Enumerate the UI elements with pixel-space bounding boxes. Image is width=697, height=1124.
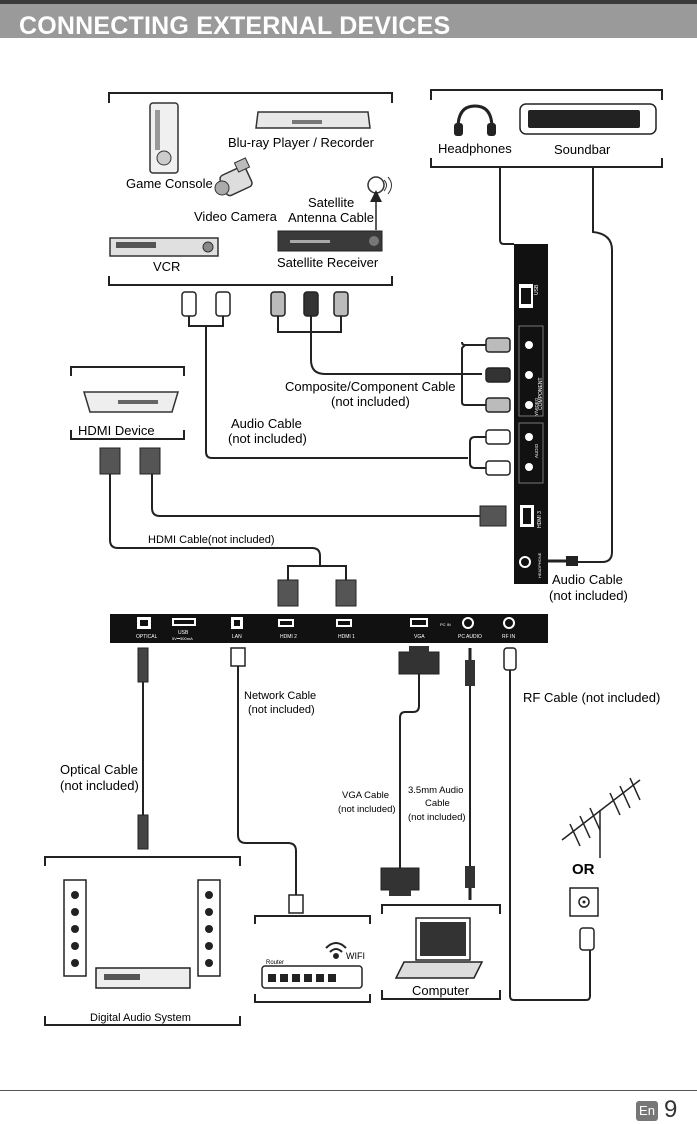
label-audio-cable-right-2: (not included) [549, 588, 628, 603]
label-satellite-2: Antenna Cable [288, 210, 374, 225]
label-vcr: VCR [153, 259, 180, 274]
satellite-receiver-icon [277, 230, 383, 252]
optical-cable [137, 647, 149, 850]
label-hdmi-cable: HDMI Cable(not included) [148, 534, 275, 546]
computer-group [381, 904, 501, 1000]
side-audio-label: AUDIO [534, 443, 539, 458]
tv-side-panel: USB COMPONENT Y/VIDEO AUDIO HDMI 3 HEADP… [514, 244, 548, 584]
side-component-label: COMPONENT [538, 378, 544, 411]
laptop-icon [394, 917, 484, 979]
router-icon [261, 965, 363, 989]
tv-bottom-panel: OPTICAL USB 5V⎓500mA LAN HDMI 2 HDMI 1 V… [110, 614, 548, 643]
headphone-cables [499, 168, 613, 563]
headphones-icon [454, 104, 496, 136]
speaker-right-icon [197, 879, 221, 977]
satellite-dish-icon [367, 176, 392, 230]
rca-plugs-side [485, 337, 511, 476]
soundbar-icon [519, 103, 657, 135]
hdmi-plugs [99, 447, 507, 607]
label-headphones: Headphones [438, 141, 512, 156]
side-usb-label: USB [534, 284, 540, 295]
label-hdmi-device: HDMI Device [78, 423, 155, 438]
label-rf-cable: RF Cable (not included) [523, 690, 660, 705]
rca-cables [188, 316, 486, 469]
bottom-pcin-label: PC IN [440, 622, 451, 627]
side-hdmi3-label: HDMI 3 [537, 511, 543, 528]
headphone-jack-plug [548, 556, 578, 566]
bottom-lan-label: LAN [232, 634, 242, 640]
hdmi-device-icon [82, 391, 180, 413]
rca-plugs-top [181, 291, 349, 317]
bottom-usb-spec: 5V⎓500mA [172, 636, 193, 641]
audio35-cable [465, 648, 475, 900]
label-network-2: (not included) [248, 704, 315, 716]
label-video-camera: Video Camera [194, 209, 278, 224]
bottom-hdmi1-label: HDMI 1 [338, 634, 355, 640]
network-cable [230, 647, 304, 914]
game-console-icon [149, 102, 179, 174]
page-number: 9 [664, 1096, 678, 1123]
label-audio35-3: (not included) [408, 812, 466, 823]
label-router: Router [266, 960, 284, 966]
bottom-pcaudio-label: PC AUDIO [458, 634, 482, 640]
label-or: OR [572, 861, 595, 878]
wall-socket-icon [569, 887, 599, 917]
label-composite-1: Composite/Component Cable [285, 379, 456, 394]
label-vga-2: (not included) [338, 804, 396, 815]
label-optical-2: (not included) [60, 778, 139, 793]
footer-divider [0, 1090, 697, 1091]
label-audio35-1: 3.5mm Audio [408, 785, 463, 796]
label-composite-2: (not included) [331, 394, 410, 409]
receiver-icon [95, 967, 191, 989]
label-audio-cable-right-1: Audio Cable [552, 572, 623, 587]
label-blu-ray: Blu-ray Player / Recorder [228, 135, 375, 150]
label-satellite-receiver: Satellite Receiver [277, 255, 379, 270]
label-audio35-2: Cable [425, 798, 450, 809]
label-satellite-1: Satellite [308, 195, 354, 210]
audio-out-group [430, 89, 663, 168]
wifi-icon [325, 942, 347, 959]
router-group [254, 915, 371, 1003]
blu-ray-icon [255, 111, 371, 129]
video-camera-icon [214, 157, 253, 197]
label-soundbar: Soundbar [554, 142, 611, 157]
rf-cable [503, 647, 595, 1001]
hdmi-cables [109, 474, 480, 580]
label-game-console: Game Console [126, 176, 213, 191]
antenna-icon [561, 777, 641, 858]
page-title: CONNECTING EXTERNAL DEVICES [19, 12, 451, 40]
label-network-1: Network Cable [244, 690, 316, 702]
bottom-usb-label: USB [178, 630, 189, 636]
hdmi-device-group [70, 366, 185, 440]
label-audio-cable-2: (not included) [228, 431, 307, 446]
bottom-optical-label: OPTICAL [136, 634, 158, 640]
source-devices-group [108, 92, 393, 286]
label-wifi: WIFI [346, 951, 365, 961]
header-bar: CONNECTING EXTERNAL DEVICES [0, 0, 697, 40]
digital-audio-group [44, 856, 241, 1026]
side-headphone-label: HEADPHONE [537, 552, 542, 578]
label-digital-audio: Digital Audio System [90, 1012, 191, 1024]
language-badge: En [636, 1101, 658, 1121]
bottom-rfin-label: RF IN [502, 634, 515, 640]
bottom-hdmi2-label: HDMI 2 [280, 634, 297, 640]
label-vga-1: VGA Cable [342, 790, 389, 801]
label-computer: Computer [412, 983, 470, 998]
vcr-icon [109, 237, 219, 257]
speaker-left-icon [63, 879, 87, 977]
side-yvideo-label: Y/VIDEO [534, 397, 539, 416]
bottom-vga-label: VGA [414, 634, 425, 640]
vga-cable [380, 646, 440, 896]
label-optical-1: Optical Cable [60, 762, 138, 777]
label-audio-cable-1: Audio Cable [231, 416, 302, 431]
